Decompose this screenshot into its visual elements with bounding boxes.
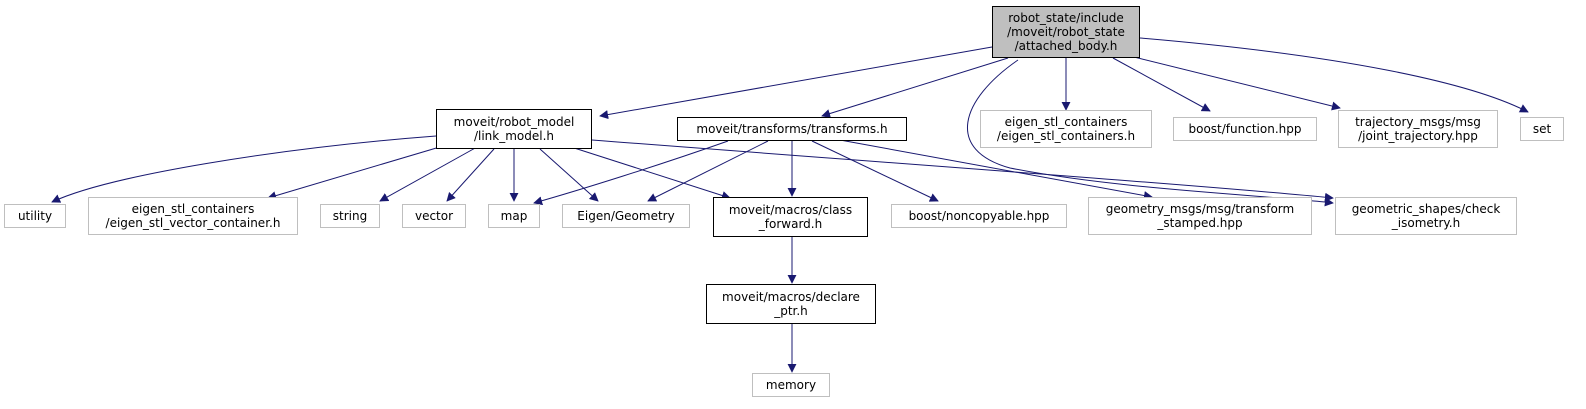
node-check-isometry-h: geometric_shapes/check _isometry.h xyxy=(1335,197,1517,235)
node-set: set xyxy=(1520,117,1564,141)
node-label: moveit/transforms/transforms.h xyxy=(696,122,888,136)
edge-root-to-boost-function xyxy=(1112,57,1211,112)
node-label: map xyxy=(500,209,528,223)
node-memory: memory xyxy=(752,373,830,397)
node-label: geometric_shapes/check _isometry.h xyxy=(1351,202,1501,230)
node-declare-ptr-h[interactable]: moveit/macros/declare _ptr.h xyxy=(706,284,876,324)
node-label: eigen_stl_containers /eigen_stl_containe… xyxy=(996,115,1136,143)
node-label: Eigen/Geometry xyxy=(577,209,675,223)
edge-root-to-transforms xyxy=(821,57,1009,118)
edge-link-model-to-eigen-geometry xyxy=(539,148,599,202)
edge-link-model-to-string xyxy=(379,146,478,202)
node-eigen-stl-containers-h: eigen_stl_containers /eigen_stl_containe… xyxy=(980,110,1152,148)
node-label: vector xyxy=(414,209,454,223)
node-label: set xyxy=(1532,122,1552,136)
node-label: robot_state/include /moveit/robot_state … xyxy=(1007,11,1125,53)
node-label: geometry_msgs/msg/transform _stamped.hpp xyxy=(1105,202,1295,230)
node-eigen-stl-vector-container-h: eigen_stl_containers /eigen_stl_vector_c… xyxy=(88,197,298,235)
node-boost-noncopyable-hpp: boost/noncopyable.hpp xyxy=(891,204,1067,228)
node-vector: vector xyxy=(402,204,466,228)
node-utility: utility xyxy=(4,204,66,228)
edge-transforms-to-boost-noncopyable xyxy=(811,140,939,202)
node-label: boost/noncopyable.hpp xyxy=(908,209,1050,223)
edge-root-to-link-model xyxy=(599,46,993,120)
edge-transforms-to-eigen-geometry xyxy=(647,140,769,202)
edge-root-to-joint-trajectory xyxy=(1129,55,1341,111)
node-class-forward-h[interactable]: moveit/macros/class _forward.h xyxy=(713,197,868,237)
node-attached-body-h: robot_state/include /moveit/robot_state … xyxy=(992,6,1140,58)
edge-link-model-to-eigen-stl-vector-container xyxy=(267,140,461,201)
edge-link-model-to-check-isometry xyxy=(591,139,1334,202)
node-label: moveit/macros/class _forward.h xyxy=(728,203,853,231)
edges-from-root xyxy=(599,37,1529,207)
edge-transforms-to-map xyxy=(533,140,729,206)
node-label: utility xyxy=(17,209,53,223)
edges-from-transforms xyxy=(533,139,1153,206)
edge-transforms-to-transform-stamped xyxy=(839,139,1153,200)
edge-root-to-set xyxy=(1139,37,1529,113)
edge-link-model-to-vector xyxy=(446,148,495,202)
node-label: trajectory_msgs/msg /joint_trajectory.hp… xyxy=(1355,115,1481,143)
node-label: boost/function.hpp xyxy=(1188,122,1302,136)
node-label: string xyxy=(332,209,368,223)
node-label: moveit/macros/declare _ptr.h xyxy=(722,290,860,318)
node-link-model-h[interactable]: moveit/robot_model /link_model.h xyxy=(436,109,592,149)
node-label: eigen_stl_containers /eigen_stl_vector_c… xyxy=(105,202,281,230)
node-eigen-geometry: Eigen/Geometry xyxy=(562,204,690,228)
node-transform-stamped-hpp: geometry_msgs/msg/transform _stamped.hpp xyxy=(1088,197,1312,235)
edge-link-model-to-utility xyxy=(51,135,437,203)
node-transforms-h[interactable]: moveit/transforms/transforms.h xyxy=(677,117,907,141)
node-joint-trajectory-hpp: trajectory_msgs/msg /joint_trajectory.hp… xyxy=(1338,110,1498,148)
node-label: moveit/robot_model /link_model.h xyxy=(453,115,575,143)
node-boost-function-hpp: boost/function.hpp xyxy=(1173,117,1317,141)
edges-from-link-model xyxy=(51,135,1334,203)
node-map: map xyxy=(488,204,540,228)
node-label: memory xyxy=(765,378,817,392)
edge-link-model-to-class-forward xyxy=(567,145,731,200)
node-string: string xyxy=(320,204,380,228)
